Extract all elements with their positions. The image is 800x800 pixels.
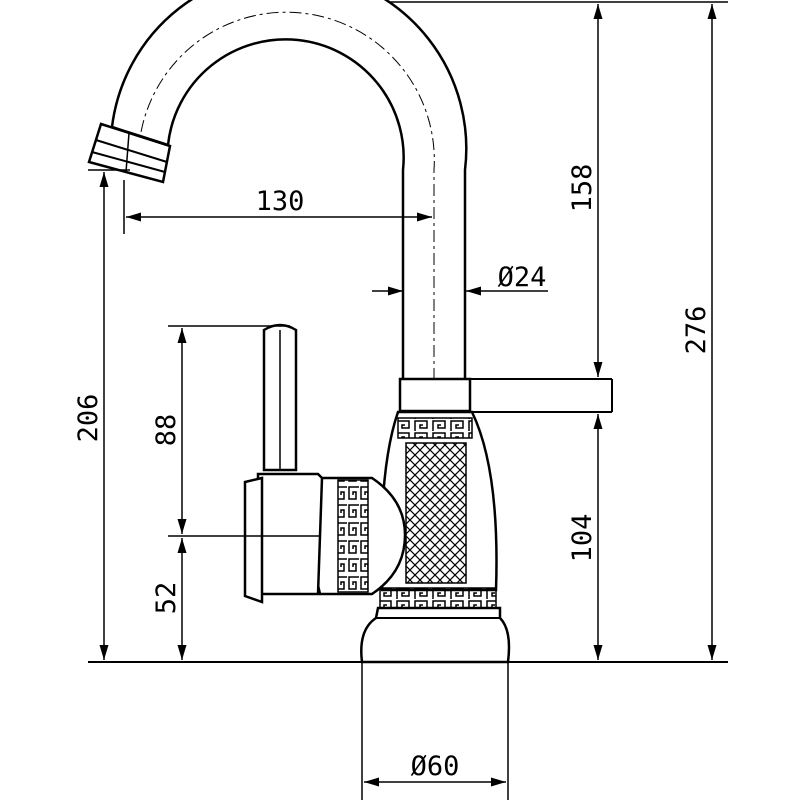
dim-text-276: 276 bbox=[681, 306, 712, 355]
faucet-body bbox=[379, 410, 498, 609]
dim-text-206: 206 bbox=[73, 394, 104, 443]
spout-collar bbox=[398, 377, 472, 413]
spout bbox=[110, 0, 468, 382]
dim-text-diam60: Ø60 bbox=[411, 751, 460, 782]
dim-text-130: 130 bbox=[256, 186, 305, 217]
dim-text-104: 104 bbox=[567, 514, 598, 563]
aerator bbox=[87, 122, 172, 184]
faucet-base bbox=[360, 606, 511, 664]
dim-text-88: 88 bbox=[151, 414, 182, 447]
dim-text-158: 158 bbox=[567, 164, 598, 213]
handle-boss bbox=[311, 476, 407, 596]
lever-handle bbox=[243, 323, 324, 604]
dim-text-diam24: Ø24 bbox=[498, 262, 547, 293]
dim-text-52: 52 bbox=[151, 582, 182, 615]
